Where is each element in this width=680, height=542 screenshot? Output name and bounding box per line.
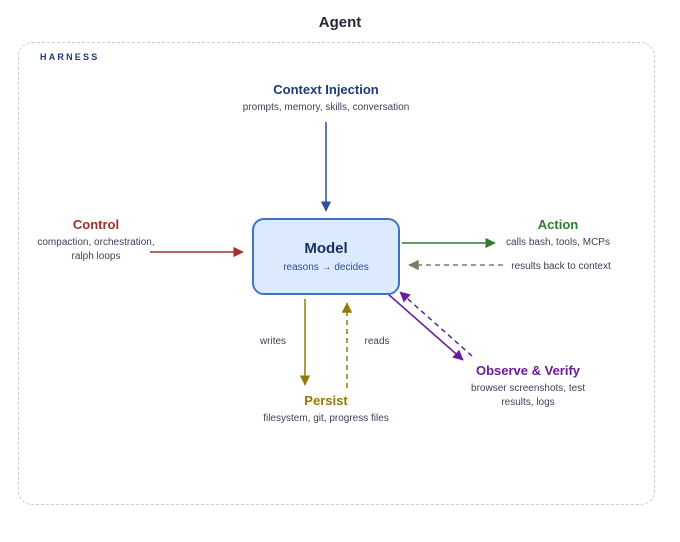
- writes-label: writes: [259, 336, 287, 347]
- persist-sub: filesystem, git, progress files: [263, 413, 389, 424]
- results-back-label: results back to context: [511, 261, 611, 272]
- control-heading: Control: [72, 217, 120, 232]
- node-action: Action calls bash, tools, MCPs: [506, 217, 610, 250]
- observe-heading: Observe & Verify: [475, 363, 581, 378]
- action-heading: Action: [537, 217, 579, 232]
- model-node: Model reasons → decides: [252, 218, 400, 295]
- observe-sub-line2: results, logs: [501, 397, 555, 408]
- harness-label: HARNESS: [40, 52, 100, 62]
- observe-sub: browser screenshots, test results, logs: [471, 382, 585, 410]
- persist-heading: Persist: [304, 393, 348, 408]
- control-sub: compaction, orchestration, ralph loops: [37, 236, 154, 264]
- context-injection-heading: Context Injection: [273, 82, 379, 97]
- control-sub-line1: compaction, orchestration,: [37, 237, 155, 248]
- model-sub: reasons → decides: [283, 262, 369, 273]
- context-injection-sub: prompts, memory, skills, conversation: [242, 102, 410, 113]
- harness-container: [18, 42, 655, 505]
- reads-label: reads: [364, 336, 390, 347]
- action-sub: calls bash, tools, MCPs: [506, 237, 610, 248]
- page-title: Agent: [318, 14, 362, 31]
- observe-sub-line1: browser screenshots, test: [471, 383, 585, 394]
- control-sub-line2: ralph loops: [71, 251, 121, 262]
- model-heading: Model: [304, 240, 348, 257]
- node-context-injection: Context Injection prompts, memory, skill…: [243, 82, 410, 115]
- node-observe-verify: Observe & Verify browser screenshots, te…: [471, 363, 585, 410]
- node-persist: Persist filesystem, git, progress files: [263, 393, 389, 426]
- node-control: Control compaction, orchestration, ralph…: [37, 217, 154, 264]
